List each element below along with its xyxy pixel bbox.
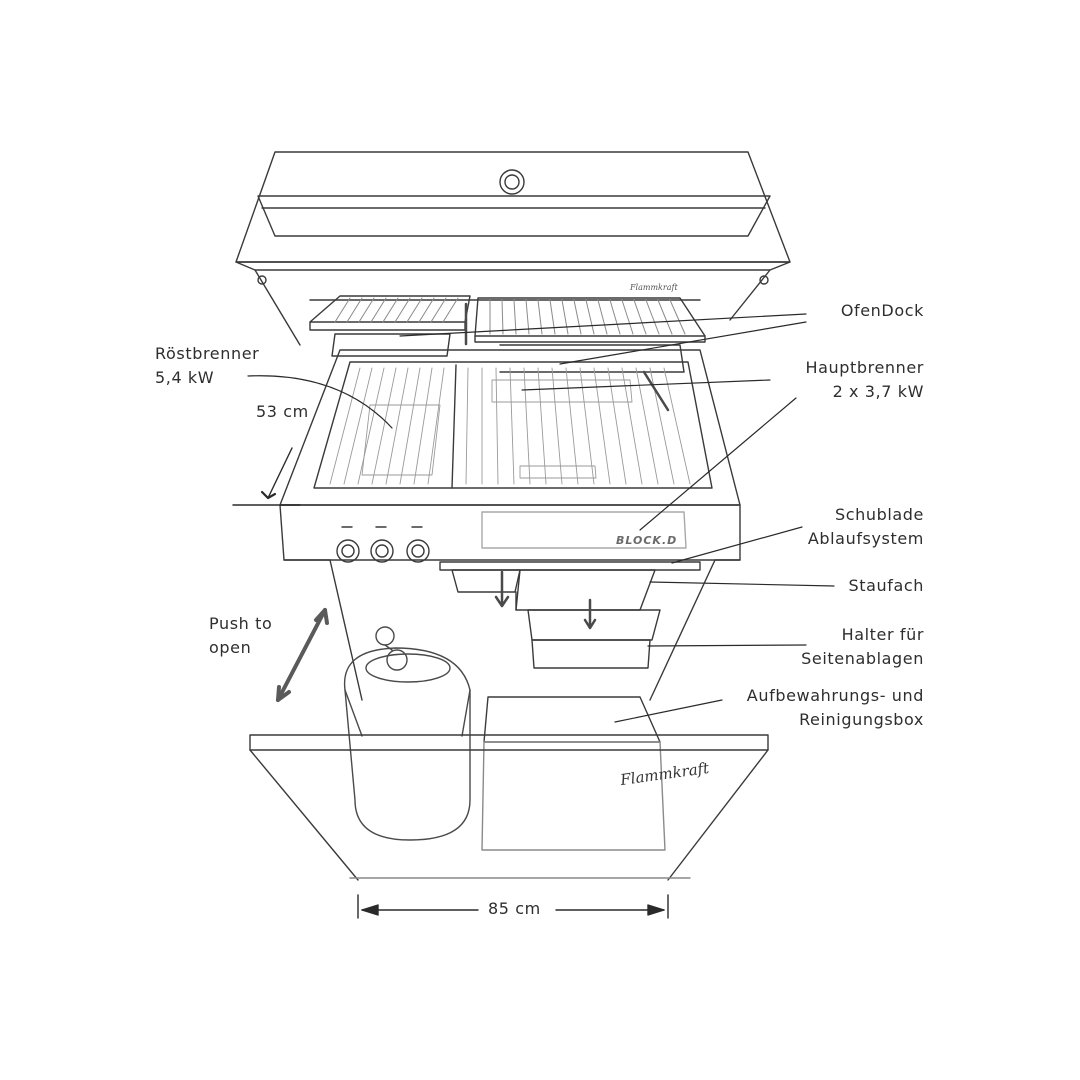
label-hauptbrenner-line2: 2 x 3,7 kW: [832, 382, 924, 401]
label-push-to-open: Push to open: [209, 612, 272, 660]
label-push-line1: Push to: [209, 614, 273, 633]
label-aufbewahrung-line2: Reinigungsbox: [799, 710, 924, 729]
label-roestbrenner: Röstbrenner 5,4 kW: [155, 342, 259, 390]
label-halter: Halter für Seitenablagen: [801, 623, 924, 671]
dimension-lines: [232, 447, 669, 919]
control-knobs: [336, 511, 687, 563]
label-staufach: Staufach: [848, 574, 924, 598]
label-halter-line2: Seitenablagen: [801, 649, 924, 668]
push-arrow: [276, 608, 329, 702]
brand-hood-badge: Flammkraft: [630, 283, 678, 292]
label-schublade-line1: Schublade: [834, 505, 924, 524]
label-aufbewahrung-line1: Aufbewahrungs- und: [746, 686, 924, 705]
label-schublade: Schublade Ablaufsystem: [808, 503, 924, 551]
label-roestbrenner-line2: 5,4 kW: [155, 368, 215, 387]
brand-front-plate: BLOCK.D: [616, 534, 678, 547]
label-staufach-text: Staufach: [848, 576, 924, 595]
cleaning-box: [481, 696, 666, 851]
cooking-body: [279, 349, 741, 701]
label-hauptbrenner-line1: Hauptbrenner: [805, 358, 924, 377]
label-halter-line1: Halter für: [841, 625, 924, 644]
dimension-width: 85 cm: [488, 899, 541, 918]
gas-bottle: [343, 626, 471, 841]
label-aufbewahrung: Aufbewahrungs- und Reinigungsbox: [747, 684, 924, 732]
label-schublade-line2: Ablaufsystem: [807, 529, 924, 548]
label-ofendock-text: OfenDock: [840, 301, 924, 320]
dimension-depth: 53 cm: [256, 402, 309, 421]
drawers: [439, 561, 701, 669]
label-push-line2: open: [209, 638, 252, 657]
hood-lid: [235, 151, 791, 346]
base-frame: [249, 734, 769, 881]
label-ofendock: OfenDock: [841, 299, 924, 323]
motion-arrows: [464, 302, 670, 630]
label-roestbrenner-line1: Röstbrenner: [155, 344, 260, 363]
label-hauptbrenner: Hauptbrenner 2 x 3,7 kW: [805, 356, 924, 404]
leader-lines: [247, 313, 835, 723]
